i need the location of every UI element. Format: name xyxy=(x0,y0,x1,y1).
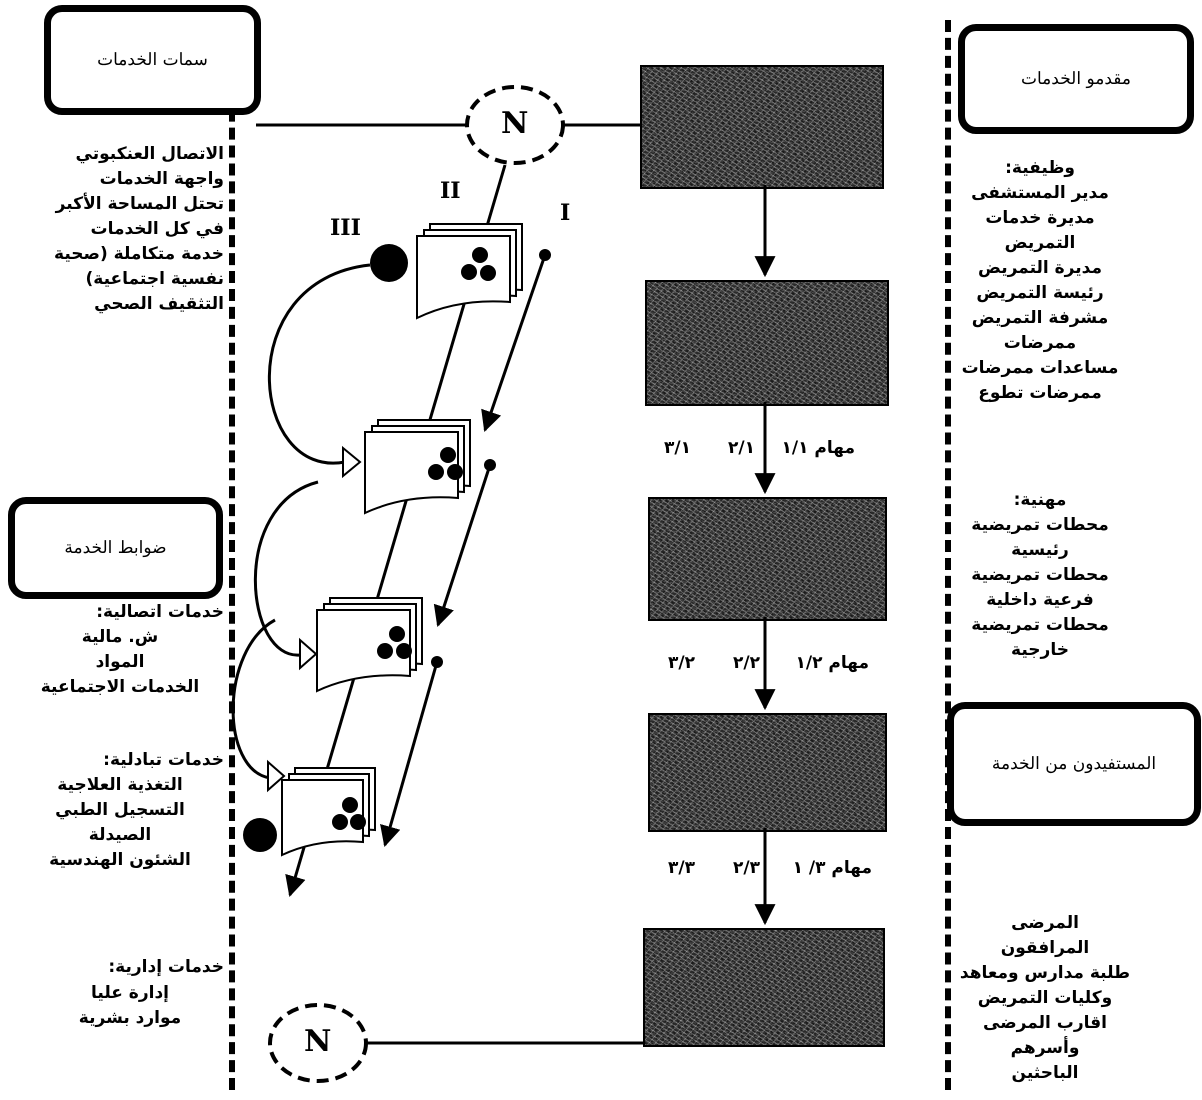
triangle-connector-2 xyxy=(300,640,316,668)
document-stack-2 xyxy=(365,420,470,513)
dot-iii xyxy=(370,244,408,282)
curve-iii-3 xyxy=(233,620,275,778)
document-stack-1 xyxy=(417,224,522,318)
top-n-label: N xyxy=(501,106,528,141)
document-stack-4 xyxy=(282,768,375,855)
curve-iii-1 xyxy=(269,265,370,463)
dot-i-3 xyxy=(431,656,443,668)
dot-i-2 xyxy=(484,459,496,471)
document-stack-3 xyxy=(317,598,422,691)
bottom-n-label: N xyxy=(304,1024,331,1059)
curve-iii-2 xyxy=(255,482,318,655)
dot-i-1 xyxy=(539,249,551,261)
dot-bottom-left xyxy=(243,818,277,852)
diagonal-i-3 xyxy=(385,662,437,845)
triangle-connector-1 xyxy=(343,448,360,476)
